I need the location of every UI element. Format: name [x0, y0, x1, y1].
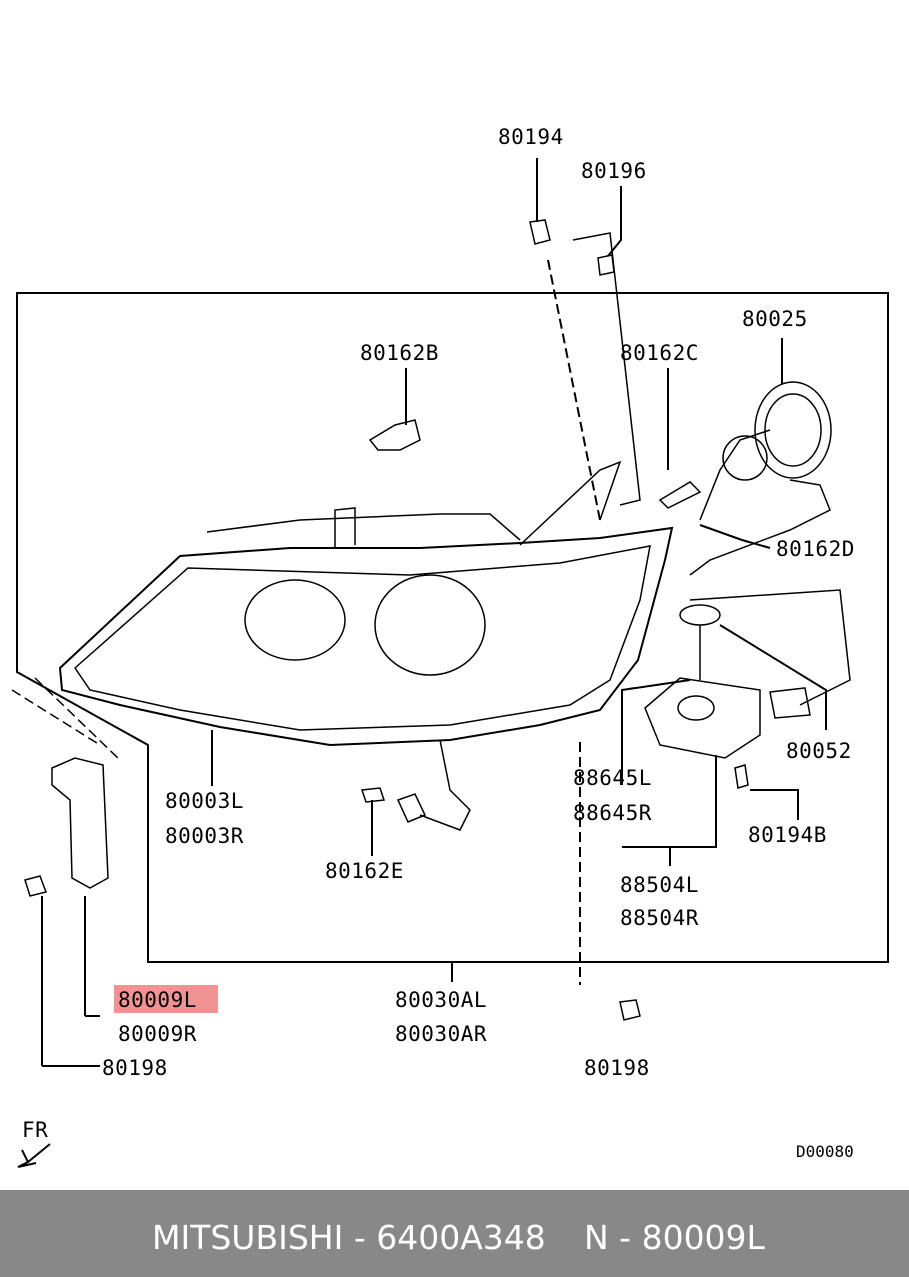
part-label-80162e: 80162E	[325, 859, 404, 883]
highlight-box	[114, 985, 218, 1013]
part-label-80162b: 80162B	[360, 341, 439, 365]
assembly-frame	[16, 292, 889, 963]
part-label-80194b: 80194B	[748, 823, 827, 847]
part-label-80052: 80052	[786, 739, 852, 763]
part-label-80196: 80196	[581, 159, 647, 183]
part-label-80009l: 80009L	[118, 988, 197, 1012]
front-arrow-icon	[17, 1143, 51, 1168]
bracket-80009	[51, 757, 109, 889]
part-label-88504l: 88504L	[620, 873, 699, 897]
part-label-88645r: 88645R	[573, 801, 652, 825]
part-label-88645l: 88645L	[573, 766, 652, 790]
part-label-80162c: 80162C	[620, 341, 699, 365]
part-label-80025: 80025	[742, 307, 808, 331]
diagram-code: D00080	[796, 1142, 854, 1161]
part-label-80198-right: 80198	[584, 1056, 650, 1080]
part-label-88504r: 88504R	[620, 906, 699, 930]
footer-ref: N - 80009L	[584, 1218, 765, 1257]
ballast	[644, 677, 761, 759]
headlamp-housing	[58, 526, 674, 747]
part-label-80030ar: 80030AR	[395, 1022, 487, 1046]
part-label-80030al: 80030AL	[395, 988, 487, 1012]
part-label-80194: 80194	[498, 125, 564, 149]
parts-diagram: 80194 80196 80025 80162B 80162C 80162D 8…	[11, 125, 889, 1168]
part-label-80162d: 80162D	[776, 537, 855, 561]
part-label-80003l: 80003L	[165, 789, 244, 813]
footer-bar: MITSUBISHI - 6400A348 N - 80009L	[0, 1190, 909, 1277]
part-label-80198-left: 80198	[102, 1056, 168, 1080]
part-label-80003r: 80003R	[165, 824, 244, 848]
part-label-80009r: 80009R	[118, 1022, 197, 1046]
front-marker: FR	[22, 1118, 48, 1142]
footer-brand-part: MITSUBISHI - 6400A348	[152, 1218, 546, 1257]
